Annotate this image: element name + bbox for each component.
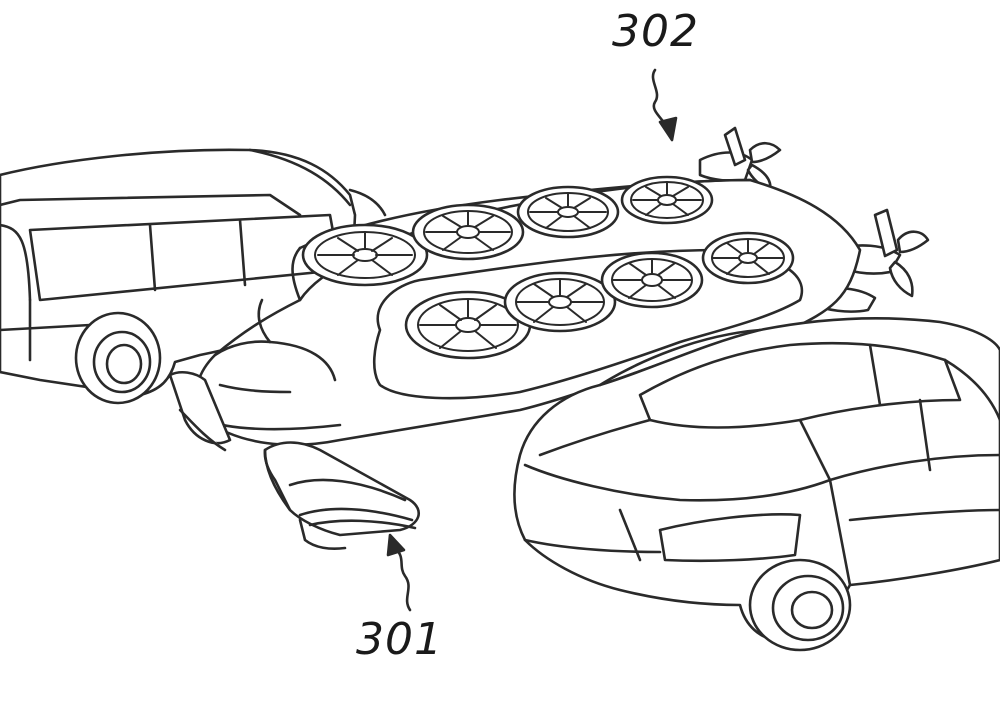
- ground-module: [168, 370, 420, 551]
- rotor-icon: [620, 175, 714, 225]
- rotor-icon: [404, 290, 532, 360]
- reference-label-302: 302: [612, 6, 699, 57]
- rotor-icon: [516, 185, 620, 239]
- reference-label-301: 301: [356, 614, 443, 665]
- sedan: [513, 316, 1000, 652]
- rotor-icon: [411, 203, 525, 261]
- rotor-icon: [301, 223, 429, 287]
- rotor-icon: [600, 251, 704, 309]
- arrow-301: [386, 533, 412, 612]
- flying-module: [195, 126, 930, 447]
- rotor-icon: [503, 271, 617, 333]
- arrow-302: [651, 68, 678, 142]
- rotor-icon: [701, 231, 795, 285]
